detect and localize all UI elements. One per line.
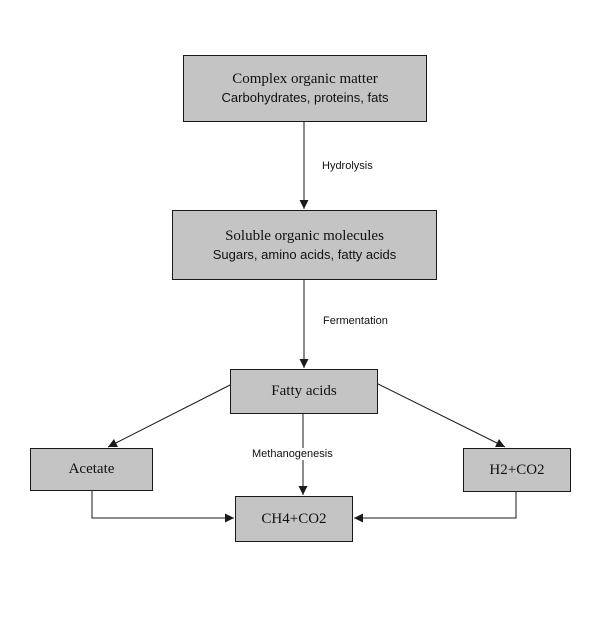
node-soluble-organic-molecules: Soluble organic molecules Sugars, amino … [172, 210, 437, 280]
node-ch4-co2: CH4+CO2 [235, 496, 353, 542]
arrow-fatty-to-h2co2 [373, 381, 506, 448]
node-h2-co2: H2+CO2 [463, 448, 571, 492]
arrow-acetate-to-ch4co2 [91, 491, 234, 523]
edge-label-hydrolysis: Hydrolysis [322, 160, 373, 172]
node-complex-organic-matter: Complex organic matter Carbohydrates, pr… [183, 55, 427, 122]
node-fatty-acids: Fatty acids [230, 369, 378, 414]
arrow-fatty-to-acetate [107, 381, 237, 448]
node-complex-subtitle: Carbohydrates, proteins, fats [221, 90, 389, 105]
node-ch4co2-title: CH4+CO2 [261, 510, 327, 527]
node-soluble-subtitle: Sugars, amino acids, fatty acids [212, 246, 397, 262]
edge-label-methanogenesis: Methanogenesis [251, 448, 334, 460]
node-acetate: Acetate [30, 448, 153, 491]
node-soluble-title: Soluble organic molecules [225, 227, 384, 244]
node-h2co2-title: H2+CO2 [489, 461, 545, 478]
node-fatty-title: Fatty acids [271, 383, 337, 399]
edge-label-fermentation: Fermentation [323, 315, 388, 327]
node-complex-title: Complex organic matter [232, 71, 378, 87]
arrow-h2co2-to-ch4co2 [354, 492, 517, 523]
node-acetate-title: Acetate [68, 461, 115, 477]
